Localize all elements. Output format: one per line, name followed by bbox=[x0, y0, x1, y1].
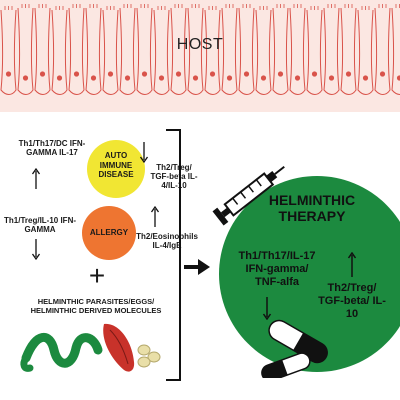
epithelial-cell bbox=[51, 9, 68, 95]
epithelial-cell bbox=[0, 9, 17, 95]
epithelial-cell bbox=[221, 7, 238, 95]
cell-nucleus bbox=[328, 75, 335, 81]
cell-nucleus bbox=[141, 71, 148, 77]
therapy-left-text: Th1/Th17/IL-17 IFN-gamma/ TNF-alfa bbox=[238, 250, 316, 289]
bracket bbox=[166, 129, 181, 381]
epithelial-cell bbox=[170, 7, 187, 95]
epithelial-cell bbox=[323, 7, 340, 95]
therapy-title: HELMINTHIC THERAPY bbox=[268, 192, 356, 225]
epithelial-cell bbox=[85, 7, 102, 95]
epithelial-cell bbox=[187, 7, 204, 95]
epithelial-cell bbox=[340, 7, 357, 95]
down-arrow-icon bbox=[139, 142, 149, 163]
epithelial-cell bbox=[102, 9, 119, 95]
autoimmune-circle-label: AUTO IMMUNE DISEASE bbox=[98, 151, 134, 180]
epithelial-cell bbox=[255, 9, 272, 95]
cell-nucleus bbox=[90, 75, 97, 81]
epithelial-cell bbox=[119, 7, 136, 95]
worm-icon bbox=[20, 333, 103, 372]
cell-nucleus bbox=[311, 71, 318, 77]
syringe-icon bbox=[212, 165, 285, 226]
cell-nucleus bbox=[379, 71, 386, 77]
allergy-right-text: Th2/Eosinophils IL-4/IgE bbox=[136, 232, 198, 251]
helminth-caption: HELMINTHIC PARASITES/EGGS/ HELMINTHIC DE… bbox=[30, 297, 162, 315]
parasite-icon bbox=[103, 323, 135, 372]
autoimmune-right-text: Th2/Treg/ TGF-beta IL-4/IL-10 bbox=[150, 163, 198, 191]
epithelial-cell bbox=[357, 9, 374, 95]
cell-nucleus bbox=[175, 71, 182, 77]
cell-nucleus bbox=[362, 75, 369, 81]
cell-nucleus bbox=[73, 71, 80, 77]
cell-nucleus bbox=[209, 71, 216, 77]
cell-nucleus bbox=[158, 75, 165, 81]
epithelial-cell bbox=[306, 9, 323, 95]
cell-nucleus bbox=[294, 75, 301, 81]
epithelial-cell bbox=[17, 7, 34, 95]
allergy-circle bbox=[82, 206, 136, 260]
epithelium-cells bbox=[0, 4, 400, 95]
cell-nucleus bbox=[226, 75, 233, 81]
down-arrow-icon bbox=[31, 239, 41, 260]
cell-nucleus bbox=[22, 75, 29, 81]
egg-icon bbox=[137, 344, 161, 368]
cell-nucleus bbox=[124, 75, 131, 81]
cell-nucleus bbox=[39, 71, 46, 77]
capsule-icon bbox=[261, 319, 328, 378]
cell-nucleus bbox=[192, 75, 199, 81]
up-arrow-icon bbox=[347, 252, 357, 277]
epithelial-cell bbox=[289, 7, 306, 95]
therapy-circle bbox=[219, 176, 400, 372]
epithelial-cell bbox=[153, 9, 170, 95]
epithelial-cell bbox=[136, 7, 153, 95]
allergy-circle-label: ALLERGY bbox=[89, 228, 129, 237]
epithelial-cell bbox=[68, 7, 85, 95]
cell-nucleus bbox=[345, 71, 352, 77]
down-arrow-icon bbox=[262, 297, 272, 320]
epithelial-cell bbox=[272, 7, 289, 95]
epithelial-cell bbox=[34, 7, 51, 95]
arrow-right-icon bbox=[184, 259, 210, 275]
cell-nucleus bbox=[5, 71, 12, 77]
cell-nucleus bbox=[107, 71, 114, 77]
cell-nucleus bbox=[56, 75, 63, 81]
cell-nucleus bbox=[277, 71, 284, 77]
up-arrow-icon bbox=[31, 168, 41, 189]
cell-nucleus bbox=[260, 75, 267, 81]
epithelial-cell bbox=[238, 7, 255, 95]
up-arrow-icon bbox=[150, 206, 160, 227]
epithelial-cell bbox=[374, 7, 391, 95]
cell-nucleus bbox=[396, 75, 400, 81]
autoimmune-left-text: Th1/Th17/DC IFN-GAMMA IL-17 bbox=[18, 139, 86, 158]
plus-sign: + bbox=[88, 260, 106, 291]
host-title: HOST bbox=[176, 36, 224, 53]
allergy-left-text: Th1/Treg/IL-10 IFN-GAMMA bbox=[4, 216, 77, 235]
epithelial-cell bbox=[204, 9, 221, 95]
autoimmune-circle bbox=[87, 140, 145, 198]
cell-nucleus bbox=[243, 71, 250, 77]
therapy-right-text: Th2/Treg/ TGF-beta/ IL-10 bbox=[318, 282, 386, 321]
